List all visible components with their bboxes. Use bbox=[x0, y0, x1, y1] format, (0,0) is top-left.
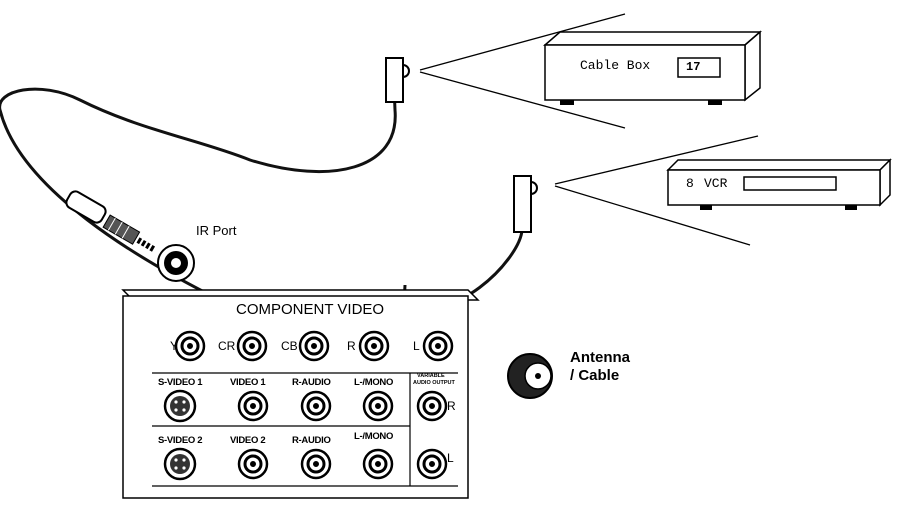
jack-r-audio1 bbox=[300, 390, 332, 422]
antenna-label-line2: / Cable bbox=[570, 367, 620, 384]
vcr-label: VCR bbox=[704, 176, 728, 191]
jack-s-video2 bbox=[163, 447, 197, 481]
component-label-r: R bbox=[347, 339, 356, 353]
jack-component-cb bbox=[298, 330, 330, 362]
label-r-audio1: R-AUDIO bbox=[292, 377, 331, 388]
label-l-mono1: L-/MONO bbox=[354, 377, 394, 388]
component-label-cr: CR bbox=[218, 339, 236, 353]
ir-port-label: IR Port bbox=[196, 223, 237, 238]
jack-variable-l bbox=[416, 448, 448, 480]
label-l-mono2: L-/MONO bbox=[354, 431, 394, 442]
variable-audio-l: L bbox=[447, 451, 454, 465]
variable-audio-line1: VARIABLE bbox=[417, 373, 445, 379]
rca-jacks bbox=[174, 330, 454, 480]
vcr bbox=[666, 158, 892, 210]
jack-component-l bbox=[422, 330, 454, 362]
cable-box bbox=[542, 30, 763, 105]
label-s-video2: S-VIDEO 2 bbox=[158, 435, 203, 446]
jack-video1 bbox=[237, 390, 269, 422]
vcr-channel: 8 bbox=[686, 176, 694, 191]
jack-s-video1 bbox=[163, 389, 197, 423]
jack-component-r bbox=[358, 330, 390, 362]
label-s-video1: S-VIDEO 1 bbox=[158, 377, 203, 388]
antenna-label-line1: Antenna bbox=[570, 349, 630, 366]
jack-component-cr bbox=[236, 330, 268, 362]
label-video1: VIDEO 1 bbox=[230, 377, 266, 388]
jack-l-mono1 bbox=[362, 390, 394, 422]
variable-audio-r: R bbox=[447, 399, 456, 413]
cable-box-channel: 17 bbox=[686, 60, 701, 74]
label-r-audio2: R-AUDIO bbox=[292, 435, 331, 446]
cable-box-label: Cable Box bbox=[580, 58, 651, 73]
component-label-y: Y bbox=[170, 339, 179, 353]
label-video2: VIDEO 2 bbox=[230, 435, 266, 446]
jack-l-mono2 bbox=[362, 448, 394, 480]
component-label-l: L bbox=[413, 339, 420, 353]
jack-variable-r bbox=[416, 390, 448, 422]
jack-video2 bbox=[237, 448, 269, 480]
cable-box-emitter bbox=[385, 13, 626, 129]
component-label-cb: CB bbox=[281, 339, 298, 353]
component-video-title: COMPONENT VIDEO bbox=[236, 301, 385, 318]
antenna-jack bbox=[507, 353, 553, 399]
jack-component-y bbox=[174, 330, 206, 362]
jack-r-audio2 bbox=[300, 448, 332, 480]
ir-port-jack bbox=[157, 244, 195, 282]
vcr-emitter bbox=[513, 135, 759, 246]
variable-audio-line2: AUDIO OUTPUT bbox=[413, 380, 455, 386]
ir-plug bbox=[65, 190, 157, 253]
